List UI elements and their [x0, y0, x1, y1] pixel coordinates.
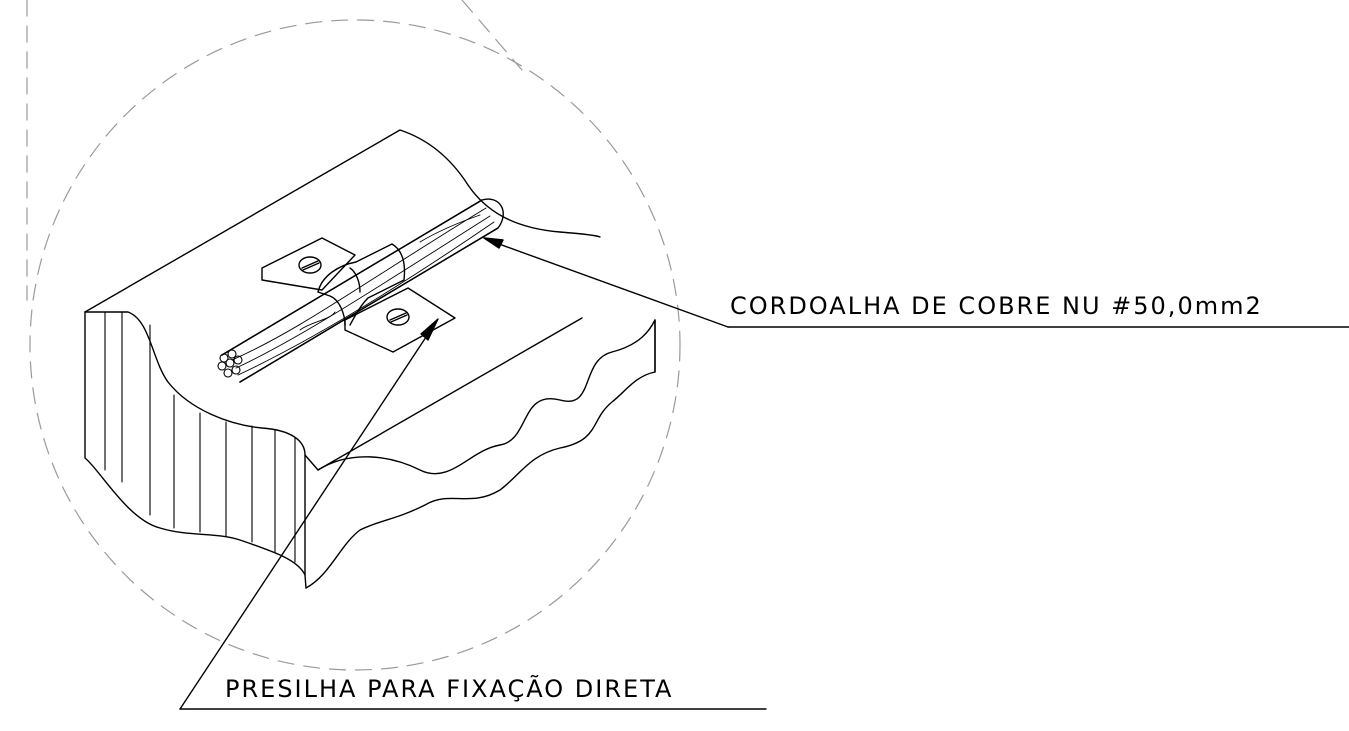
- strand-line: [299, 311, 336, 331]
- block-front-break: [84, 311, 306, 576]
- strand-line: [419, 214, 481, 243]
- fixing-clip: [261, 237, 456, 353]
- detail-circle-outline: [29, 19, 681, 671]
- dashed-guide-diagonal: [461, 0, 523, 71]
- strand-circle: [225, 358, 235, 368]
- arrowhead: [483, 237, 504, 249]
- strand-circle: [233, 355, 243, 365]
- label-cordoalha: CORDOALHA DE COBRE NU #50,0mm2: [730, 292, 1263, 320]
- strand-circle: [223, 368, 233, 378]
- strand-line: [237, 221, 495, 376]
- screw-head: [386, 308, 410, 326]
- cable-end-strands: [217, 349, 243, 378]
- clip-screw-right: [386, 308, 410, 326]
- detail-circle: [26, 0, 681, 671]
- strand-circle: [227, 349, 237, 359]
- clip-plate-left: [261, 237, 356, 291]
- clip-saddle: [317, 243, 406, 326]
- cable-bottom-line: [239, 227, 499, 383]
- leader-cordoalha: [483, 237, 1349, 328]
- screw-head: [298, 256, 322, 274]
- screw-slot: [302, 262, 320, 271]
- label-presilha: PRESILHA PARA FIXAÇÃO DIRETA: [225, 675, 674, 703]
- block-right-break: [304, 319, 656, 589]
- block-surface-edge: [317, 317, 583, 471]
- arrowhead: [420, 318, 439, 341]
- leader-line: [179, 321, 437, 710]
- block-top-surface: [84, 129, 601, 313]
- front-face-hatching: [104, 311, 296, 563]
- strand-line: [235, 215, 491, 369]
- clip-saddle-edge: [317, 291, 346, 326]
- block-front-face: [84, 311, 307, 589]
- leader-presilha: [179, 318, 767, 710]
- strand-circle: [217, 361, 227, 371]
- strand-circle: [231, 365, 241, 375]
- cable-top-line: [221, 199, 483, 356]
- screw-slot: [301, 260, 319, 269]
- clip-screw-left: [298, 256, 322, 274]
- clip-saddle-inner: [349, 267, 361, 293]
- concrete-block: [84, 129, 656, 589]
- cable-strands: [231, 207, 495, 376]
- screw-slot: [390, 314, 408, 323]
- screw-slot: [389, 312, 407, 321]
- leader-line: [487, 239, 729, 328]
- cable-body: [221, 198, 504, 383]
